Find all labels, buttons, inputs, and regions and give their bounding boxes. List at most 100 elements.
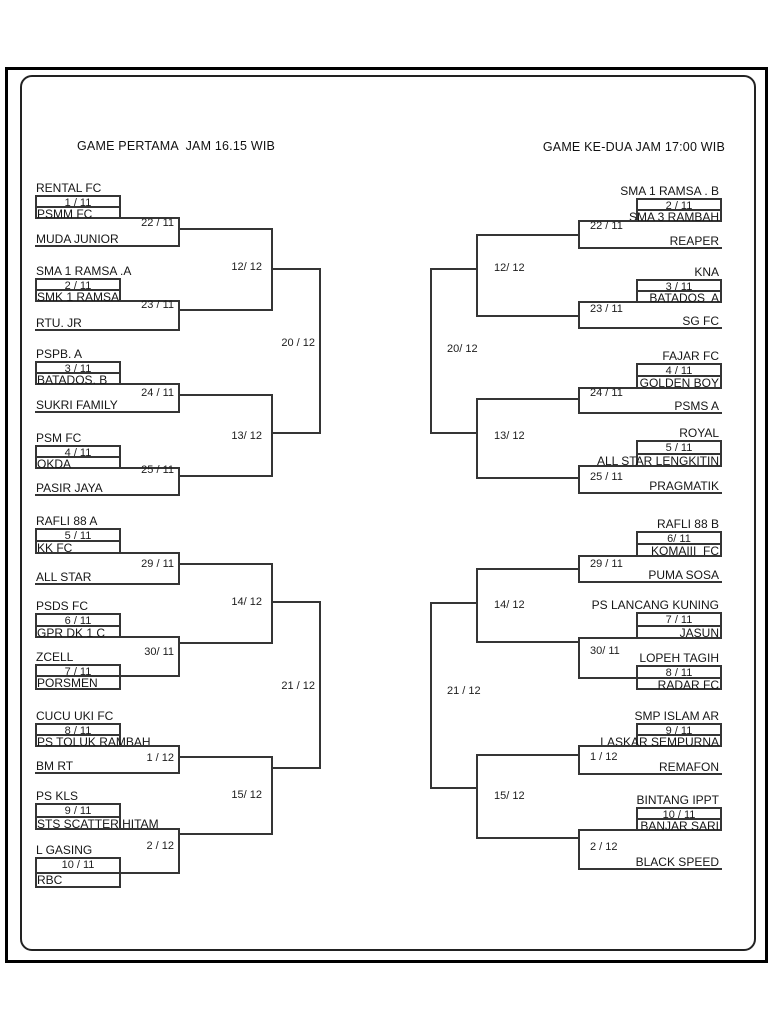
match-date-label: 20 / 12: [281, 337, 315, 349]
winner-line: [431, 432, 477, 434]
playin-box-divider: [37, 540, 119, 542]
playin-box-divider: [638, 818, 720, 820]
bracket-line-h: [578, 677, 638, 679]
playin-team-name: RBC: [37, 873, 63, 887]
winner-line: [477, 398, 579, 400]
bracket-line-v: [476, 234, 478, 317]
playin-box-divider: [37, 675, 119, 677]
playin-date-label: 4 / 11: [64, 447, 92, 459]
bracket-line-v: [178, 552, 180, 585]
playin-date-label: 8 / 11: [64, 725, 92, 737]
match-date-label: 25 / 11: [590, 471, 623, 483]
bracket-line-h: [578, 581, 722, 583]
bracket-line-v: [271, 563, 273, 644]
team-name: BLACK SPEED: [635, 855, 719, 869]
bracket-line-v: [319, 268, 321, 434]
playin-box: [35, 361, 121, 385]
bracket-line-v: [476, 754, 478, 839]
bracket-line-h: [119, 552, 180, 554]
bracket-line-v: [178, 217, 180, 247]
playin-box-divider: [638, 209, 720, 211]
bracket-line-v: [178, 745, 180, 774]
playin-box-divider: [638, 734, 720, 736]
playin-box-divider: [638, 375, 720, 377]
playin-box-divider: [37, 734, 119, 736]
playin-box: [35, 664, 121, 690]
winner-line: [272, 767, 320, 769]
bracket-line-v: [578, 829, 580, 870]
playin-box-divider: [37, 372, 119, 374]
bracket-line-h: [578, 301, 638, 303]
bracket-line-v: [578, 387, 580, 414]
match-date-label: 30/ 11: [590, 645, 620, 657]
bracket-line-h: [119, 828, 180, 830]
bracket-line-h: [578, 247, 722, 249]
playin-date-label: 9 / 11: [64, 805, 92, 817]
bracket-line-h: [35, 411, 180, 413]
team-name: PRAGMATIK: [649, 479, 719, 493]
winner-line: [477, 234, 579, 236]
match-date-label: 14/ 12: [494, 599, 525, 611]
bracket-line-h: [578, 868, 722, 870]
team-name: RTU. JR: [36, 316, 82, 330]
match-date-label: 21 / 12: [447, 685, 481, 697]
playin-box: [35, 445, 121, 469]
team-name: SMA 1 RAMSA .A: [36, 264, 132, 278]
match-date-label: 22 / 11: [141, 217, 174, 229]
bracket-line-v: [178, 300, 180, 331]
poster-outer-frame: [5, 67, 768, 963]
team-name: RAFLI 88 B: [656, 517, 719, 531]
bracket-line-h: [119, 745, 180, 747]
playin-date-label: 6/ 11: [667, 533, 691, 545]
winner-line: [477, 754, 579, 756]
team-name: PSDS FC: [36, 599, 89, 613]
bracket-line-h: [119, 467, 180, 469]
playin-team-name: STS SCATTER HITAM: [37, 817, 159, 831]
bracket-line-h: [578, 745, 638, 747]
team-name: CUCU UKI FC: [36, 709, 114, 723]
team-name: L GASING: [36, 843, 93, 857]
winner-line: [477, 568, 579, 570]
team-name: PS KLS: [36, 789, 79, 803]
match-date-label: 14/ 12: [231, 596, 262, 608]
winner-line: [431, 602, 477, 604]
playin-team-name: SMA 3 RAMBAH: [628, 210, 719, 224]
match-date-label: 22 / 11: [590, 220, 623, 232]
team-name: LOPEH TAGIH: [639, 651, 719, 665]
match-date-label: 13/ 12: [231, 430, 262, 442]
winner-line: [179, 394, 272, 396]
match-date-label: 15/ 12: [494, 790, 525, 802]
winner-line: [272, 268, 320, 270]
bracket-line-h: [119, 383, 180, 385]
playin-box-divider: [638, 453, 720, 455]
playin-box-divider: [638, 543, 720, 545]
bracket-line-h: [578, 412, 722, 414]
team-name: RENTAL FC: [36, 181, 102, 195]
playin-date-label: 5 / 11: [64, 530, 92, 542]
winner-line: [431, 268, 477, 270]
winner-line: [477, 315, 579, 317]
winner-line: [272, 601, 320, 603]
playin-team-name: BANJAR SARI: [640, 819, 719, 833]
bracket-line-v: [578, 220, 580, 249]
playin-box-divider: [37, 456, 119, 458]
playin-team-name: PORSMEN: [37, 676, 98, 690]
playin-box-divider: [638, 677, 720, 679]
winner-line: [477, 477, 579, 479]
bracket-line-h: [35, 772, 180, 774]
team-name: SG FC: [682, 314, 719, 328]
playin-team-name: PS TOLUK RAMBAH: [37, 735, 151, 749]
playin-box: [636, 279, 722, 303]
match-date-label: 2 / 12: [146, 840, 174, 852]
match-date-label: 1 / 12: [146, 752, 174, 764]
bracket-line-v: [178, 636, 180, 677]
playin-team-name: BATADOS. B: [37, 373, 108, 387]
team-name: PSPB. A: [36, 347, 83, 361]
team-name: SMP ISLAM AR: [634, 709, 719, 723]
playin-date-label: 4 / 11: [665, 365, 693, 377]
bracket-line-h: [119, 217, 180, 219]
bracket-line-v: [271, 756, 273, 835]
playin-team-name: GPR DK 1 C: [37, 626, 106, 640]
playin-date-label: 7 / 11: [665, 614, 693, 626]
playin-box: [636, 723, 722, 747]
